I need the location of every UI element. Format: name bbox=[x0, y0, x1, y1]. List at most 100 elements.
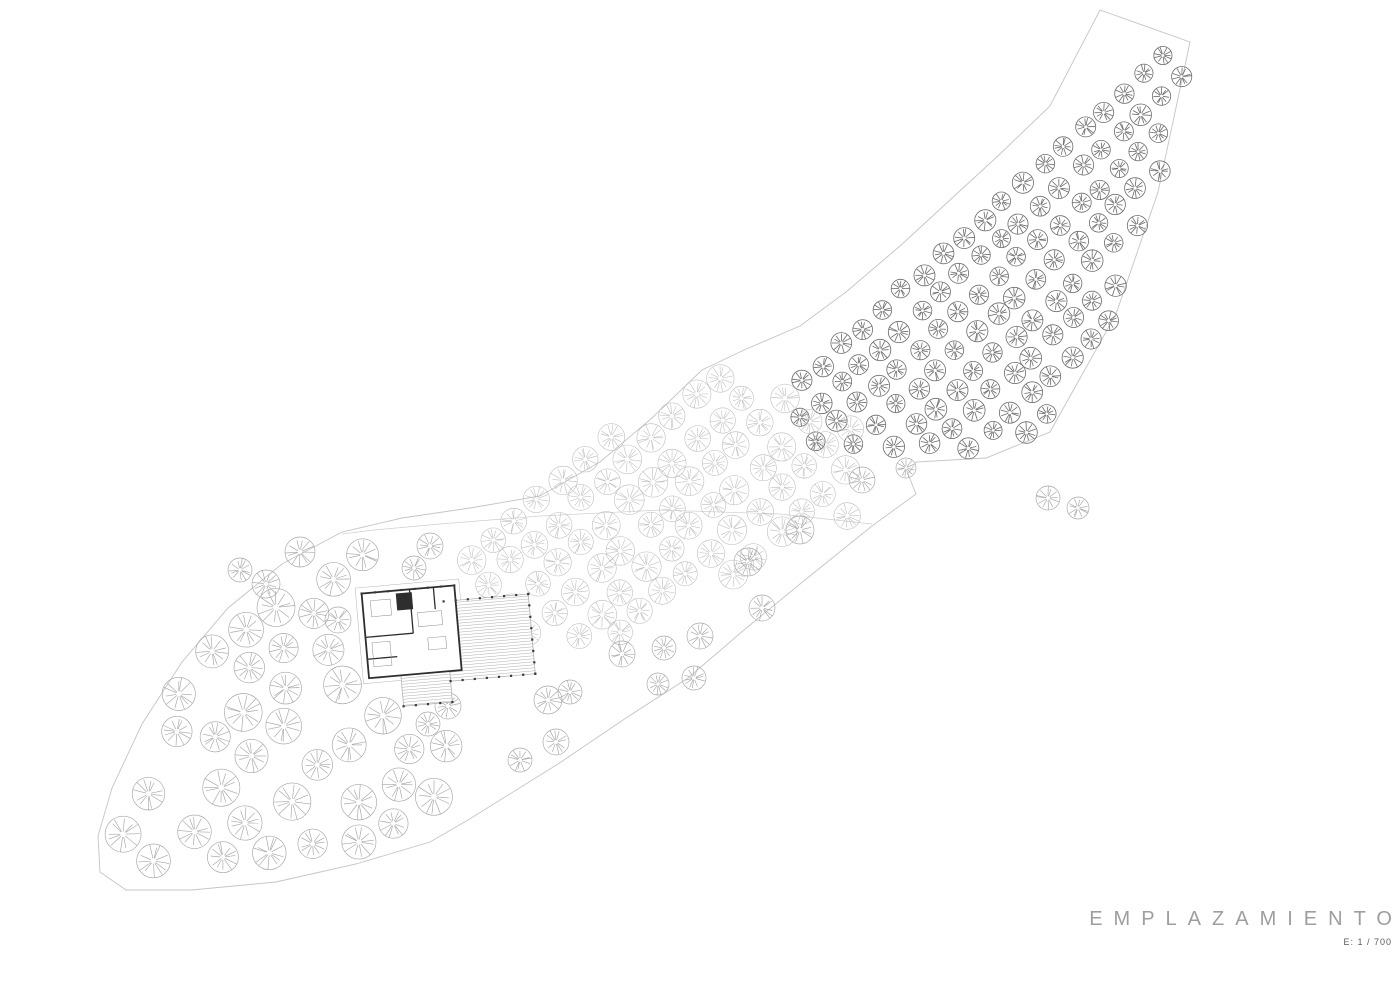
tree-symbol bbox=[1104, 193, 1126, 216]
tree-symbol bbox=[475, 571, 502, 599]
tree-symbol bbox=[719, 475, 750, 506]
tree-symbol bbox=[831, 455, 861, 485]
tree-symbol bbox=[415, 777, 453, 816]
deck-terrace bbox=[443, 593, 536, 682]
furniture-outline bbox=[417, 610, 443, 627]
tree-symbol bbox=[905, 413, 928, 435]
tree-symbol bbox=[989, 266, 1009, 287]
tree-symbol bbox=[999, 401, 1021, 424]
column-dot bbox=[528, 604, 531, 607]
tree-symbol bbox=[1006, 247, 1026, 267]
tree-symbol bbox=[612, 444, 642, 475]
tree-symbol bbox=[1045, 290, 1068, 313]
tree-symbol bbox=[227, 557, 253, 583]
tree-symbol bbox=[785, 515, 815, 545]
tree-symbol bbox=[1075, 116, 1097, 138]
tree-symbol bbox=[963, 360, 983, 381]
tree-symbol bbox=[953, 227, 976, 250]
column-dot bbox=[466, 598, 470, 601]
column-dot bbox=[530, 626, 533, 630]
tree-symbol bbox=[522, 485, 550, 513]
tree-symbol bbox=[702, 450, 728, 476]
tree-symbol bbox=[548, 465, 578, 495]
column-dot bbox=[461, 678, 464, 682]
tree-symbol bbox=[415, 711, 441, 737]
column-dot bbox=[426, 586, 429, 589]
tree-symbol bbox=[224, 693, 263, 732]
tree-symbol bbox=[811, 392, 833, 415]
tree-symbol bbox=[913, 264, 936, 287]
tree-group-orchard-middle bbox=[457, 364, 864, 649]
tree-symbol bbox=[770, 383, 800, 413]
tree-symbol bbox=[1066, 496, 1090, 520]
tree-symbol bbox=[1071, 192, 1092, 213]
tree-symbol bbox=[1093, 102, 1115, 124]
tree-group-meadow-scatter bbox=[104, 538, 463, 879]
tree-symbol bbox=[607, 619, 633, 645]
tree-symbol bbox=[797, 409, 823, 435]
tree-symbol bbox=[341, 824, 377, 860]
tree-symbol bbox=[268, 633, 299, 664]
tree-symbol bbox=[1080, 328, 1102, 350]
tree-symbol bbox=[202, 768, 241, 807]
tree-symbol bbox=[228, 611, 264, 648]
title-block: EMPLAZAMIENTO E: 1 / 700 bbox=[1089, 908, 1392, 947]
tree-symbol bbox=[637, 467, 669, 498]
tree-symbol bbox=[1080, 249, 1104, 272]
tree-symbol bbox=[1048, 177, 1070, 200]
column-dot bbox=[529, 615, 532, 619]
tree-symbol bbox=[895, 457, 917, 479]
tree-symbol bbox=[1004, 361, 1027, 384]
tree-symbol bbox=[364, 697, 402, 735]
column-dot bbox=[502, 594, 506, 598]
tree-symbol bbox=[657, 449, 687, 478]
tree-symbol bbox=[722, 431, 750, 459]
tree-symbol bbox=[566, 623, 593, 649]
tree-symbol bbox=[717, 514, 747, 545]
tree-symbol bbox=[1019, 346, 1042, 370]
tree-symbol bbox=[500, 507, 527, 535]
tree-symbol bbox=[1091, 139, 1111, 160]
tree-symbol bbox=[416, 532, 444, 560]
column-dot bbox=[454, 599, 457, 602]
tree-symbol bbox=[1007, 213, 1029, 235]
scale-label: E: 1 / 700 bbox=[1343, 937, 1392, 947]
tree-symbol bbox=[545, 512, 573, 539]
tree-symbol bbox=[1063, 307, 1084, 328]
column-dot bbox=[426, 702, 430, 706]
tree-symbol bbox=[1068, 230, 1090, 252]
tree-symbol bbox=[946, 379, 969, 402]
column-dot bbox=[442, 600, 445, 603]
tree-symbol bbox=[614, 484, 645, 515]
tree-symbol bbox=[1109, 159, 1129, 178]
tree-symbol bbox=[1114, 121, 1134, 142]
tree-symbol bbox=[136, 843, 171, 879]
tree-symbol bbox=[480, 527, 506, 553]
tree-symbol bbox=[825, 409, 848, 432]
column-dot bbox=[439, 585, 443, 588]
tree-symbol bbox=[812, 431, 839, 458]
tree-symbol bbox=[1171, 66, 1193, 88]
tree-symbol bbox=[1052, 136, 1074, 157]
tree-symbol bbox=[567, 529, 594, 555]
tree-symbol bbox=[1063, 273, 1083, 293]
tree-symbol bbox=[346, 538, 379, 572]
tree-symbol bbox=[746, 409, 774, 437]
tree-symbol bbox=[608, 640, 636, 668]
tree-symbol bbox=[791, 453, 817, 479]
tree-symbol bbox=[587, 553, 617, 583]
tree-symbol bbox=[1082, 290, 1102, 311]
tree-symbol bbox=[234, 739, 269, 773]
tree-symbol bbox=[1003, 286, 1026, 310]
tree-symbol bbox=[273, 782, 312, 821]
tree-symbol bbox=[331, 727, 367, 763]
tree-symbol bbox=[746, 498, 774, 526]
tree-symbol bbox=[837, 415, 864, 443]
tree-symbol bbox=[980, 379, 1001, 400]
tree-symbol bbox=[207, 841, 239, 874]
tree-group-single-trees bbox=[227, 457, 1090, 773]
tree-symbol bbox=[638, 511, 664, 538]
tree-symbol bbox=[636, 423, 666, 453]
tree-symbol bbox=[131, 777, 166, 811]
